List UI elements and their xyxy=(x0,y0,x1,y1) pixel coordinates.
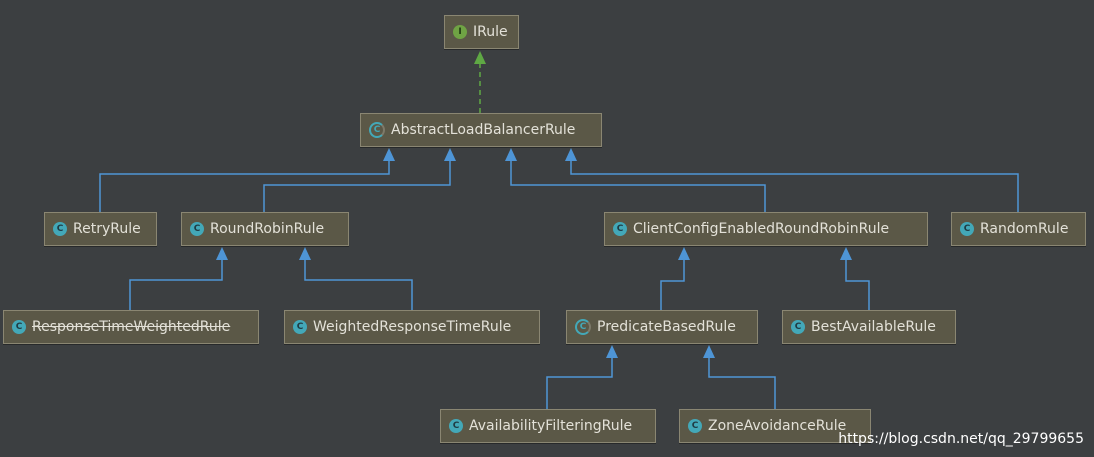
edge-predicate-clientconfig-arrowhead xyxy=(678,247,690,260)
node-label: RetryRule xyxy=(73,221,141,237)
node-abstractloadbalancerrule[interactable]: C AbstractLoadBalancerRule xyxy=(360,113,602,147)
node-irule[interactable]: I IRule xyxy=(444,15,519,49)
node-bestavailablerule[interactable]: C BestAvailableRule xyxy=(782,310,956,344)
edge-responsetime-roundrobin-arrowhead xyxy=(216,247,228,260)
node-label: WeightedResponseTimeRule xyxy=(313,319,512,335)
node-label: RandomRule xyxy=(980,221,1069,237)
node-label: ZoneAvoidanceRule xyxy=(708,418,847,434)
edge-random-abstract xyxy=(570,160,1019,212)
node-zoneavoidancerule[interactable]: C ZoneAvoidanceRule xyxy=(679,409,871,443)
class-icon: C xyxy=(190,222,204,236)
interface-icon: I xyxy=(453,25,467,39)
edge-clientconfig-abstract xyxy=(510,160,766,212)
edge-availability-predicate xyxy=(546,357,613,409)
edge-retry-abstract xyxy=(99,160,390,212)
edge-availability-predicate-arrowhead xyxy=(606,345,618,358)
edge-roundrobin-abstract xyxy=(263,160,451,212)
node-label: BestAvailableRule xyxy=(811,319,936,335)
node-label: ClientConfigEnabledRoundRobinRule xyxy=(633,221,890,237)
node-availabilityfilteringrule[interactable]: C AvailabilityFilteringRule xyxy=(440,409,656,443)
node-label: RoundRobinRule xyxy=(210,221,325,237)
node-label: AvailabilityFilteringRule xyxy=(469,418,633,434)
node-predicatebasedrule[interactable]: C PredicateBasedRule xyxy=(566,310,758,344)
class-icon: C xyxy=(791,320,805,334)
class-icon: C xyxy=(12,320,26,334)
edge-retry-abstract-arrowhead xyxy=(383,148,395,161)
node-weightedresponsetimerule[interactable]: C WeightedResponseTimeRule xyxy=(284,310,540,344)
edge-abstract-irule-arrowhead xyxy=(474,51,486,64)
edge-bestavailable-clientconfig xyxy=(845,259,870,310)
abstract-class-icon: C xyxy=(575,319,591,335)
edge-zoneavoidance-predicate-arrowhead xyxy=(703,345,715,358)
edge-zoneavoidance-predicate xyxy=(708,357,776,409)
edge-roundrobin-abstract-arrowhead xyxy=(444,148,456,161)
node-responsetimeweightedrule[interactable]: C ResponseTimeWeightedRule xyxy=(3,310,259,344)
class-icon: C xyxy=(688,419,702,433)
edge-weighted-roundrobin xyxy=(304,259,413,310)
class-icon: C xyxy=(293,320,307,334)
edge-random-abstract-arrowhead xyxy=(565,148,577,161)
class-icon: C xyxy=(960,222,974,236)
class-icon: C xyxy=(613,222,627,236)
node-label: IRule xyxy=(473,24,508,40)
node-roundrobinrule[interactable]: C RoundRobinRule xyxy=(181,212,349,246)
node-label: PredicateBasedRule xyxy=(597,319,736,335)
edge-bestavailable-clientconfig-arrowhead xyxy=(840,247,852,260)
node-randomrule[interactable]: C RandomRule xyxy=(951,212,1086,246)
node-clientconfigenabledroundrobinrule[interactable]: C ClientConfigEnabledRoundRobinRule xyxy=(604,212,928,246)
node-retryrule[interactable]: C RetryRule xyxy=(44,212,157,246)
node-label: ResponseTimeWeightedRule xyxy=(32,319,231,335)
node-label: AbstractLoadBalancerRule xyxy=(391,122,576,138)
edge-weighted-roundrobin-arrowhead xyxy=(299,247,311,260)
abstract-class-icon: C xyxy=(369,122,385,138)
watermark-url: https://blog.csdn.net/qq_29799655 xyxy=(838,431,1084,447)
edge-predicate-clientconfig xyxy=(660,259,685,310)
edge-responsetime-roundrobin xyxy=(129,259,223,310)
class-icon: C xyxy=(53,222,67,236)
class-icon: C xyxy=(449,419,463,433)
edge-clientconfig-abstract-arrowhead xyxy=(505,148,517,161)
